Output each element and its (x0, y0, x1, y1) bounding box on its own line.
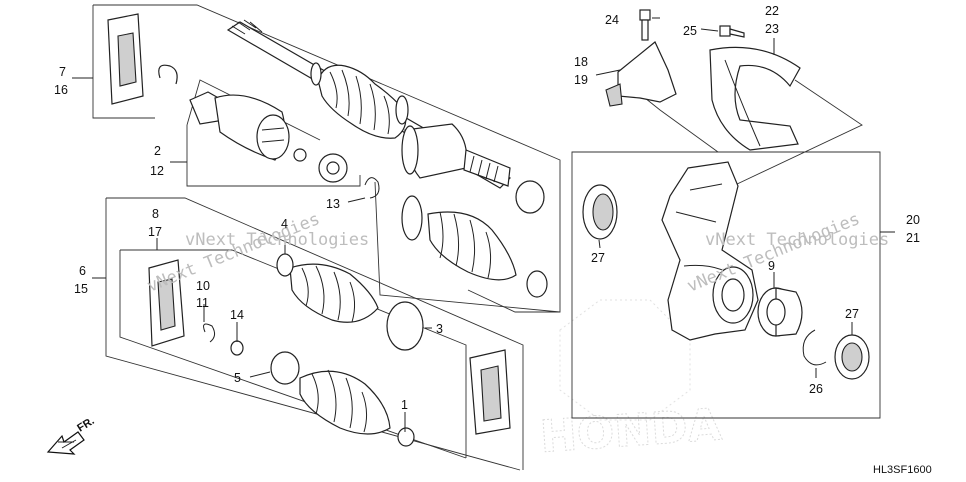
callout-27-right: 27 (845, 307, 859, 321)
callout-labels: 7 16 2 12 8 17 13 4 6 15 10 11 14 3 5 1 … (54, 4, 920, 412)
callout-21: 21 (906, 231, 920, 245)
callout-11: 11 (196, 296, 209, 310)
callout-7: 7 (59, 65, 66, 79)
callout-17: 17 (148, 225, 162, 239)
callout-13: 13 (326, 197, 340, 211)
circlip-part (158, 64, 178, 85)
watermark-text: vNext Technologies (705, 230, 889, 250)
callout-10: 10 (196, 279, 210, 293)
svg-text:HONDA: HONDA (538, 399, 723, 463)
guard-18-19 (605, 41, 677, 107)
circlip-13 (364, 177, 380, 199)
callout-26: 26 (809, 382, 823, 396)
bolt-25 (719, 25, 745, 38)
callout-16: 16 (54, 83, 68, 97)
callout-25: 25 (683, 24, 697, 38)
drive-shaft-assembly (226, 19, 511, 189)
callout-19: 19 (574, 73, 588, 87)
diagram-code: HL3SF1600 (873, 464, 932, 476)
callout-14: 14 (230, 308, 244, 322)
watermark-group: vNext Technologies vNext Technologies vN… (144, 209, 889, 297)
callout-9: 9 (768, 259, 775, 273)
lower-boot-kit (148, 253, 511, 447)
leader-lines (72, 17, 895, 432)
callout-3: 3 (436, 322, 443, 336)
inner-joint-2-12 (189, 91, 290, 161)
boot-kit-card-7-16 (107, 13, 144, 105)
callout-27-left: 27 (591, 251, 605, 265)
callout-23: 23 (765, 22, 779, 36)
callout-18: 18 (574, 55, 588, 69)
watermark-text: vNext Technologies (185, 230, 369, 250)
bolt-24 (639, 9, 651, 41)
front-direction-arrow: FR. (46, 415, 97, 455)
spider-bearing-part (293, 148, 348, 183)
callout-5: 5 (234, 371, 241, 385)
callout-4: 4 (281, 217, 288, 231)
callout-2: 2 (154, 144, 161, 158)
callout-6: 6 (79, 264, 86, 278)
oil-seal-27-right (834, 334, 870, 380)
callout-20: 20 (906, 213, 920, 227)
circlip-26 (802, 329, 827, 366)
callout-8: 8 (152, 207, 159, 221)
oil-seal-27-left (582, 184, 618, 240)
guard-22-23 (709, 46, 801, 151)
knuckle-assembly (661, 161, 759, 341)
callout-22: 22 (765, 4, 779, 18)
callout-1: 1 (401, 398, 408, 412)
callout-15: 15 (74, 282, 88, 296)
callout-12: 12 (150, 164, 164, 178)
wheel-bearing-9 (757, 287, 803, 337)
callout-24: 24 (605, 13, 619, 27)
boot-with-clamps (401, 180, 548, 298)
